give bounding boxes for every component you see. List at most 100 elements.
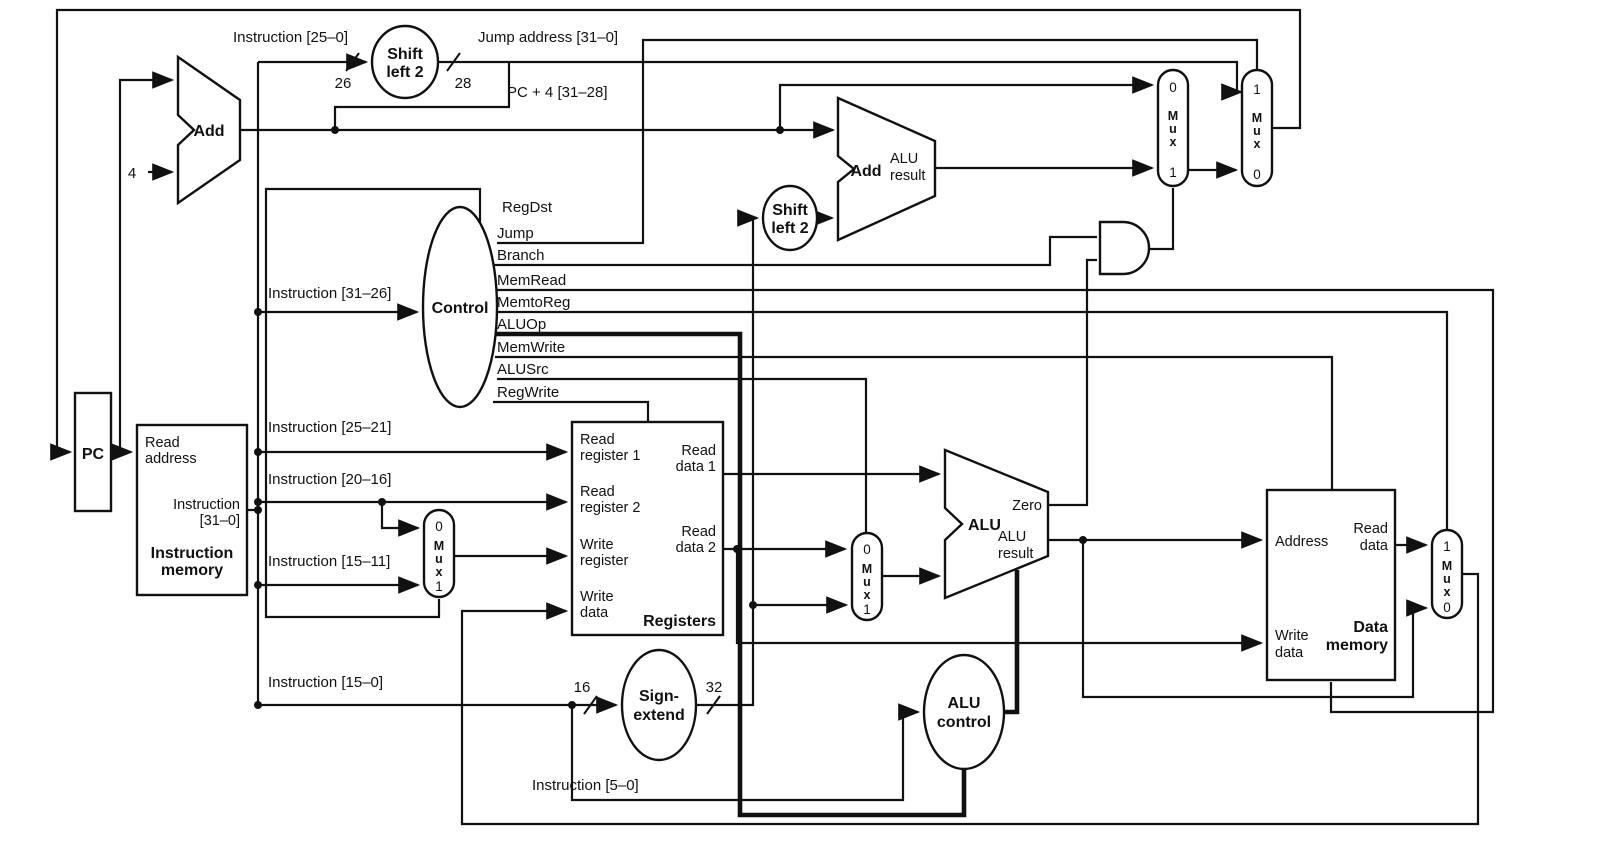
branch-adder-label: Add <box>850 163 881 180</box>
instruction-memory <box>135 423 249 597</box>
label-pc-plus-4: PC + 4 [31–28] <box>507 84 608 101</box>
wire-signext-to-shift <box>696 209 760 707</box>
dm-title: Data <box>1353 619 1388 636</box>
wire-regdst-signal <box>264 187 482 619</box>
label-regwrite: RegWrite <box>497 384 559 401</box>
svg-text:M: M <box>434 539 444 553</box>
junction-dot <box>1079 536 1087 544</box>
wire-branch-signal <box>494 235 1097 267</box>
wire-jump-address <box>438 60 1244 101</box>
dm-address: Address <box>1275 534 1328 550</box>
svg-text:x: x <box>1444 585 1451 599</box>
label-aluop: ALUOp <box>497 316 546 333</box>
reg-write-register: register <box>580 553 629 569</box>
junction-dot <box>568 701 576 709</box>
reg-read-data-1: data 1 <box>676 459 716 475</box>
bus-tick-26 <box>345 52 360 72</box>
bus-tick-16 <box>583 695 598 715</box>
svg-text:u: u <box>1169 122 1177 136</box>
alu-label: ALU <box>968 517 1001 534</box>
junction-dot <box>749 601 757 609</box>
svg-text:u: u <box>1443 572 1451 586</box>
labels: Instruction [25–0] Jump address [31–0] P… <box>233 29 722 794</box>
label-jump: Jump <box>497 225 534 242</box>
junction-dot <box>331 126 339 134</box>
alu-result-label: result <box>998 546 1033 562</box>
im-title: Instruction <box>151 545 234 562</box>
control-unit <box>421 205 499 409</box>
wires <box>50 8 1495 826</box>
reg-read-data-1: Read <box>681 443 716 459</box>
data-memory <box>1265 488 1397 682</box>
bus-tick-32 <box>706 695 721 715</box>
mux-alusrc-top: 0 <box>863 542 871 557</box>
wire-i20-16-to-mux <box>380 502 421 537</box>
label-width-32: 32 <box>706 679 723 696</box>
svg-text:u: u <box>1253 124 1261 138</box>
label-memwrite: MemWrite <box>497 339 565 356</box>
wire-alu-control-out <box>1003 570 1020 715</box>
label-i25-21: Instruction [25–21] <box>268 419 391 436</box>
junction-dot <box>378 498 386 506</box>
wire-memtoreg-signal <box>497 310 1449 532</box>
alu <box>943 448 1050 600</box>
label-i15-11: Instruction [15–11] <box>268 553 390 570</box>
mux-regdst: 0 M u x 1 <box>422 508 456 599</box>
dm-read-data: Read <box>1353 521 1388 537</box>
branch-adder-result: ALU <box>890 151 918 167</box>
control-label: Control <box>432 300 489 317</box>
svg-text:x: x <box>864 588 871 602</box>
svg-text:M: M <box>862 562 872 576</box>
wire-pc-to-add <box>118 71 175 452</box>
label-i15-0: Instruction [15–0] <box>268 674 383 691</box>
wire-zero-to-and <box>1048 258 1097 507</box>
reg-read-register-2: register 2 <box>580 500 640 516</box>
reg-read-register-1: register 1 <box>580 448 640 464</box>
mux-alusrc: 0 M u x 1 <box>850 531 884 622</box>
mux-memtoreg-top: 1 <box>1443 539 1451 554</box>
label-width-16: 16 <box>574 679 591 696</box>
label-i20-16: Instruction [20–16] <box>268 471 391 488</box>
junction-dot <box>776 126 784 134</box>
alu-control-label: ALU <box>948 695 981 712</box>
mux-branch-bottom: 1 <box>1169 165 1177 180</box>
pc-register <box>73 391 113 513</box>
svg-text:u: u <box>435 552 443 566</box>
branch-adder-result: result <box>890 168 925 184</box>
svg-text:M: M <box>1252 111 1262 125</box>
pc-adder <box>176 54 242 206</box>
label-regdst: RegDst <box>502 199 553 216</box>
label-i25-0: Instruction [25–0] <box>233 29 348 46</box>
junction-dot <box>254 701 262 709</box>
svg-text:x: x <box>1170 135 1177 149</box>
mux-regdst-top: 0 <box>435 519 443 534</box>
wire-and-out <box>1148 188 1175 251</box>
alu-zero: Zero <box>1012 498 1042 514</box>
wire-aluop-signal <box>490 331 967 818</box>
junction-dot <box>254 506 262 514</box>
wire-memwrite-signal <box>495 355 1334 492</box>
im-instruction-out: [31–0] <box>200 513 240 529</box>
shift-left-2-jump-label: left 2 <box>386 64 423 81</box>
shift-left-2-branch-label: left 2 <box>771 220 808 237</box>
wire-i5-0-to-alu-control <box>570 703 921 802</box>
and-gate <box>1098 220 1151 276</box>
label-width-26: 26 <box>335 75 352 92</box>
constant-four: 4 <box>128 165 136 182</box>
mux-jump-top: 1 <box>1253 82 1261 97</box>
shift-left-2-jump <box>370 24 440 100</box>
reg-read-data-2: Read <box>681 524 716 540</box>
alu-control-label: control <box>937 714 991 731</box>
bus-tick-28 <box>446 52 461 72</box>
svg-text:x: x <box>436 565 443 579</box>
label-i31-26: Instruction [31–26] <box>268 285 391 302</box>
svg-text:u: u <box>863 575 871 589</box>
mux-jump: 1 M u x 0 <box>1240 68 1274 188</box>
junction-dot <box>254 581 262 589</box>
reg-read-register-1: Read <box>580 432 615 448</box>
im-read-address: address <box>145 451 197 467</box>
reg-write-register: Write <box>580 537 614 553</box>
mux-memtoreg: 1 M u x 0 <box>1430 528 1464 620</box>
